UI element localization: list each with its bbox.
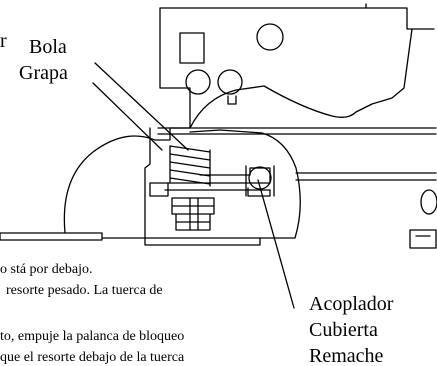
- leader-line-acoplador: [257, 179, 295, 309]
- bracket-hole-bottom-right: [217, 69, 243, 95]
- coupler-cover: [144, 127, 301, 239]
- label-remache: Remache: [309, 345, 384, 366]
- label-bola: Bola: [29, 36, 67, 58]
- tube-oval: [420, 189, 437, 215]
- nut-stack: [171, 197, 215, 231]
- latch-plate: [149, 182, 169, 197]
- label-grapa: Grapa: [19, 62, 68, 84]
- bracket-hole-left: [179, 32, 205, 64]
- leader-line-bola: [94, 62, 189, 151]
- upper-bracket: [159, 7, 435, 129]
- label-acoplador: Acoplador: [309, 293, 394, 315]
- leader-line-grapa: [92, 82, 163, 151]
- bracket-hole-top-right: [256, 23, 284, 51]
- label-cubierta: Cubierta: [309, 319, 378, 341]
- base-plate: [0, 232, 261, 246]
- spring: [169, 145, 211, 187]
- body-text-line-2: resorte pesado. La tuerca de: [6, 283, 163, 298]
- bracket-ear: [227, 95, 237, 105]
- rivet-boss: [245, 165, 275, 197]
- body-text-line-4: que el resorte debajo de la tuerca: [0, 350, 185, 365]
- latch-block: [164, 167, 271, 197]
- body-text-line-1: o stá por debajo.: [0, 262, 93, 277]
- frame-tube: [157, 127, 437, 181]
- ball-shape: [63, 127, 191, 234]
- label-cut-left: r: [0, 30, 7, 52]
- body-text-line-3: to, empuje la palanca de bloqueo: [0, 329, 185, 344]
- end-bracket: [409, 229, 437, 249]
- bracket-hole-bottom-left: [185, 69, 211, 95]
